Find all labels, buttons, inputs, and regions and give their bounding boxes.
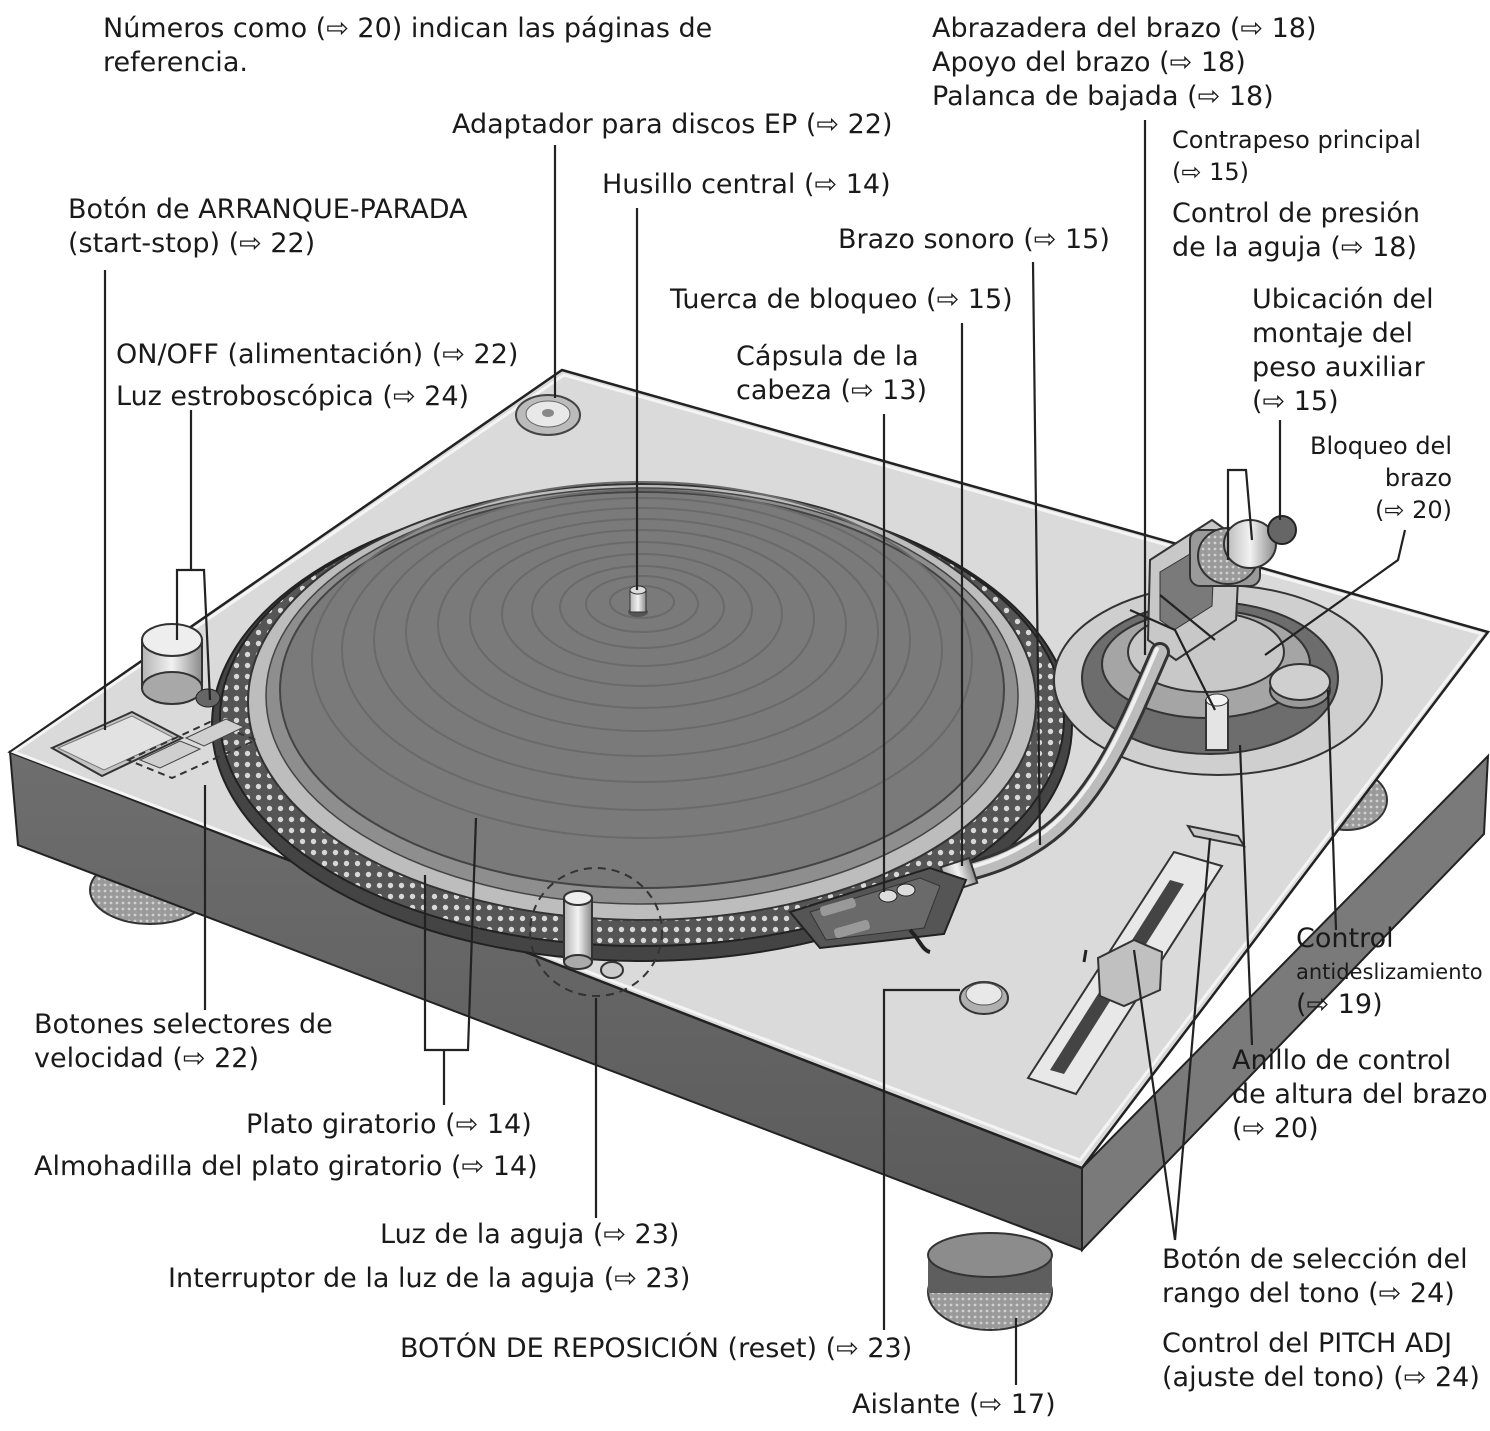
label-platter-mat: Almohadilla del plato giratorio (⇨ 14) xyxy=(34,1151,538,1182)
label-speed-buttons-line-2: velocidad (⇨ 22) xyxy=(34,1043,259,1074)
label-stylus-pressure-line-1: Control de presión xyxy=(1172,198,1420,229)
label-pitch-range-line-1: Botón de selección del xyxy=(1162,1244,1468,1275)
label-pitch-adj-line-1: Control del PITCH ADJ xyxy=(1162,1328,1453,1359)
label-arm-lock-line-1: Bloqueo del xyxy=(1309,432,1452,460)
intro-note: Números como (⇨ 20) indican las páginas … xyxy=(103,12,712,80)
label-pitch-range-line-2: rango del tono (⇨ 24) xyxy=(1162,1278,1455,1309)
label-power: ON/OFF (alimentación) (⇨ 22) xyxy=(116,339,519,370)
speed-selector-buttons xyxy=(125,718,259,780)
label-platter: Plato giratorio (⇨ 14) xyxy=(246,1109,532,1140)
label-start-stop: Botón de ARRANQUE-PARADA (start-stop) (⇨… xyxy=(68,193,468,261)
label-headshell-line-2: cabeza (⇨ 13) xyxy=(736,375,928,406)
label-start-stop-line-1: Botón de ARRANQUE-PARADA xyxy=(68,194,468,225)
start-stop-button xyxy=(49,710,185,778)
label-speed-buttons-line-1: Botones selectores de xyxy=(34,1009,333,1040)
center-spindle xyxy=(628,585,648,617)
reset-button xyxy=(959,981,1009,1015)
label-height-ring-line-1: Anillo de control xyxy=(1232,1045,1452,1076)
label-headshell: Cápsula de la cabeza (⇨ 13) xyxy=(736,340,927,408)
label-reset: BOTÓN DE REPOSICIÓN (reset) (⇨ 23) xyxy=(400,1333,913,1364)
label-aux-weight: Ubicación del montaje del peso auxiliar … xyxy=(1252,283,1434,419)
ep-adapter xyxy=(515,394,581,436)
anti-skate-knob xyxy=(1269,663,1331,709)
chassis-right-side xyxy=(1081,753,1490,1253)
label-stylus-pressure: Control de presión de la aguja (⇨ 18) xyxy=(1172,197,1420,265)
label-strobe: Luz estroboscópica (⇨ 24) xyxy=(116,381,470,412)
arm-rest-lift xyxy=(1205,693,1229,751)
power-strobe-knob xyxy=(141,623,221,708)
label-counterweight: Contrapeso principal (⇨ 15) xyxy=(1172,124,1421,188)
label-arm-clamp: Abrazadera del brazo (⇨ 18) xyxy=(932,13,1317,44)
tone-arm xyxy=(939,642,1170,894)
label-ep-adapter: Adaptador para discos EP (⇨ 22) xyxy=(452,109,893,140)
label-start-stop-line-2: (start-stop) (⇨ 22) xyxy=(68,228,316,259)
intro-line-2: referencia. xyxy=(103,47,248,78)
intro-line-1: Números como (⇨ 20) indican las páginas … xyxy=(103,13,713,44)
label-height-ring: Anillo de control de altura del brazo (⇨… xyxy=(1232,1044,1488,1146)
label-lock-nut: Tuerca de bloqueo (⇨ 15) xyxy=(670,284,1013,315)
label-pitch-adj: Control del PITCH ADJ (ajuste del tono) … xyxy=(1162,1327,1480,1395)
label-pitch-range: Botón de selección del rango del tono (⇨… xyxy=(1162,1243,1468,1311)
stylus-light xyxy=(529,867,663,997)
platter-mat xyxy=(279,481,1005,889)
label-aux-weight-line-2: montaje del xyxy=(1252,318,1414,349)
headshell xyxy=(788,866,968,954)
label-tone-arm: Brazo sonoro (⇨ 15) xyxy=(838,224,1110,255)
label-headshell-line-1: Cápsula de la xyxy=(736,341,919,372)
label-counterweight-line-2: (⇨ 15) xyxy=(1172,158,1250,186)
label-anti-skate-line-1: Control xyxy=(1296,923,1394,954)
label-cue-lever: Palanca de bajada (⇨ 18) xyxy=(932,81,1274,112)
label-stylus-light-switch: Interruptor de la luz de la aguja (⇨ 23) xyxy=(168,1263,691,1294)
label-aux-weight-line-1: Ubicación del xyxy=(1252,284,1434,315)
leader-lines xyxy=(103,120,1407,1385)
label-pitch-adj-line-2: (ajuste del tono) (⇨ 24) xyxy=(1162,1362,1480,1393)
label-stylus-light: Luz de la aguja (⇨ 23) xyxy=(380,1219,680,1250)
label-aux-weight-line-3: peso auxiliar xyxy=(1252,352,1425,383)
label-anti-skate-line-2: antideslizamiento xyxy=(1296,960,1483,984)
pitch-slider xyxy=(1026,824,1247,1096)
label-aux-weight-line-4: (⇨ 15) xyxy=(1252,386,1339,417)
label-insulator: Aislante (⇨ 17) xyxy=(852,1389,1056,1420)
label-counterweight-line-1: Contrapeso principal xyxy=(1172,126,1421,154)
label-arm-lock-line-3: (⇨ 20) xyxy=(1374,496,1452,524)
label-speed-buttons: Botones selectores de velocidad (⇨ 22) xyxy=(34,1008,333,1076)
label-anti-skate: Control antideslizamiento (⇨ 19) xyxy=(1296,922,1483,1022)
label-arm-rest: Apoyo del brazo (⇨ 18) xyxy=(932,47,1246,78)
label-anti-skate-line-3: (⇨ 19) xyxy=(1296,989,1383,1020)
label-height-ring-line-3: (⇨ 20) xyxy=(1232,1113,1319,1144)
label-arm-lock: Bloqueo del brazo (⇨ 20) xyxy=(1300,430,1452,526)
label-stylus-pressure-line-2: de la aguja (⇨ 18) xyxy=(1172,232,1418,263)
label-arm-lock-line-2: brazo xyxy=(1384,464,1452,492)
label-height-ring-line-2: de altura del brazo xyxy=(1232,1079,1488,1110)
label-center-spindle: Husillo central (⇨ 14) xyxy=(602,169,891,200)
